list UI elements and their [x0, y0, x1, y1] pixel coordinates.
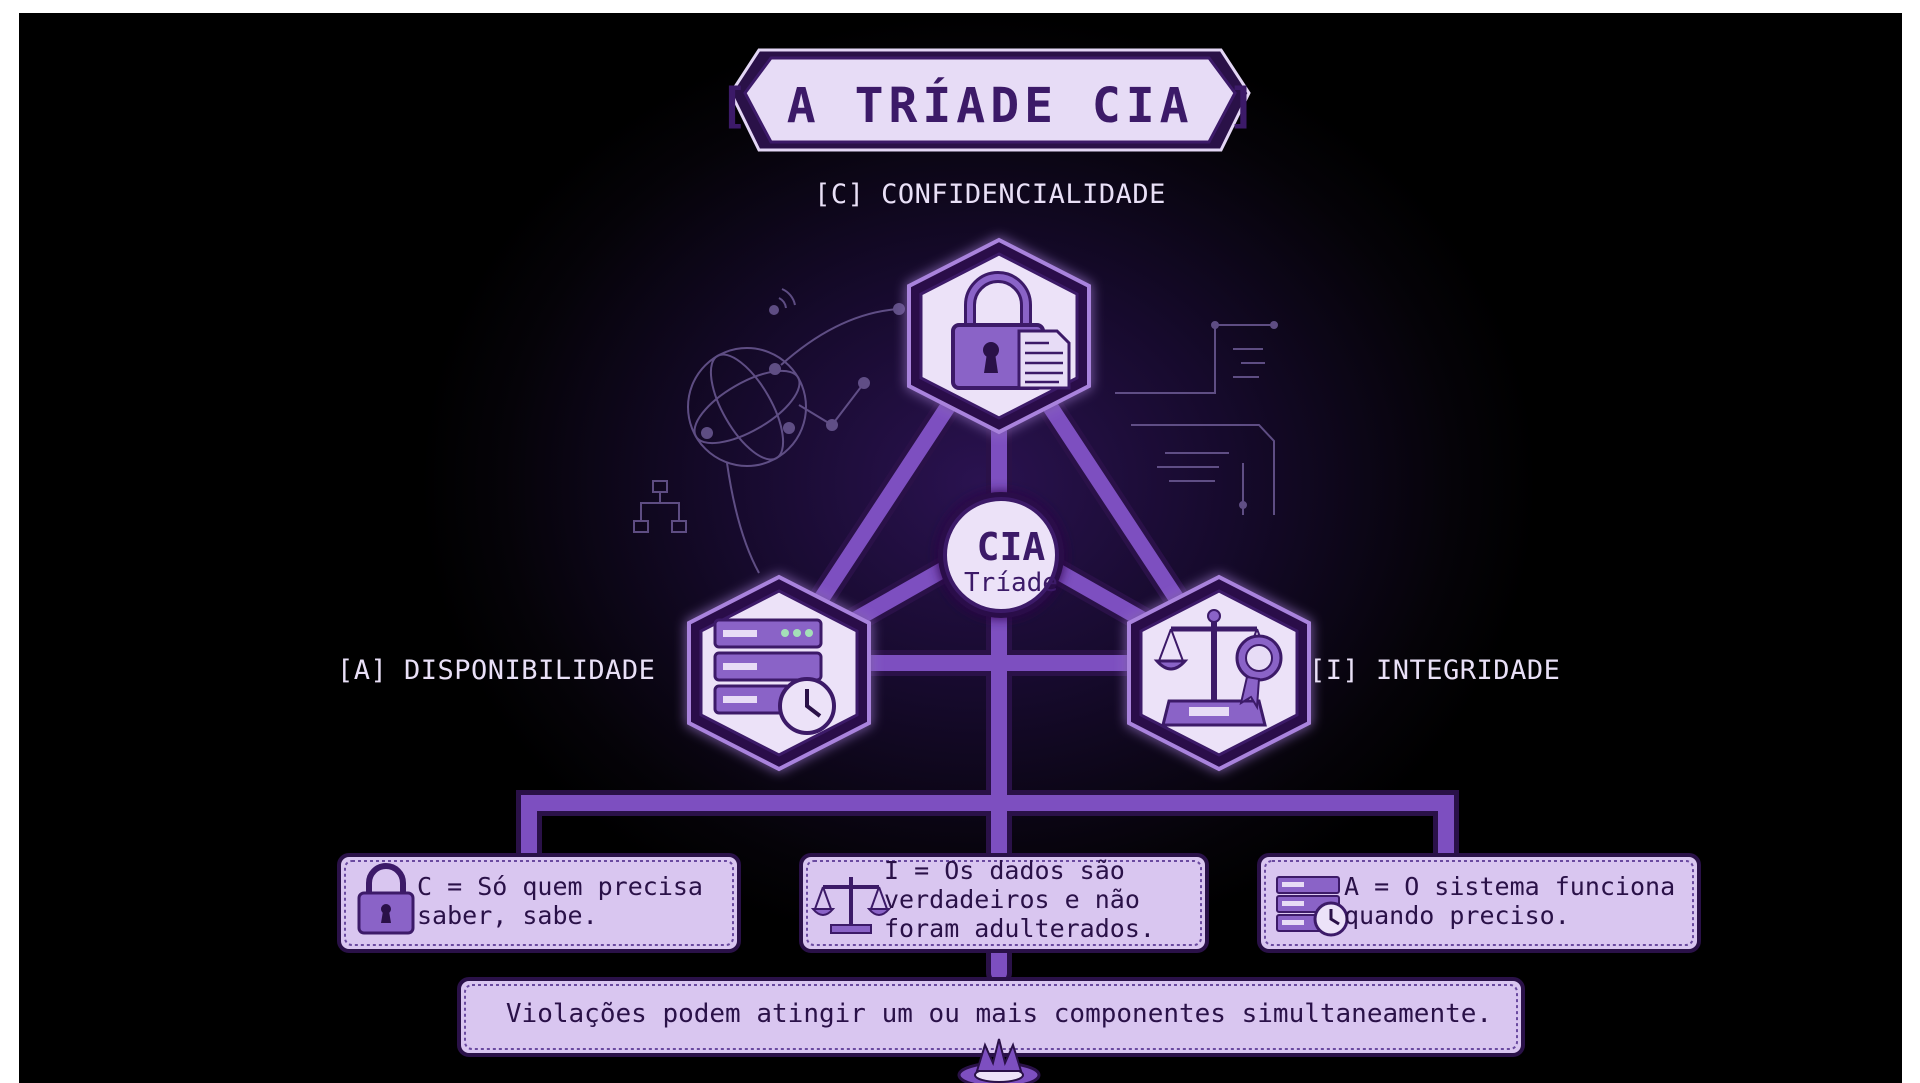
- summary-integrity: I = Os dados são verdadeiros e não foram…: [884, 856, 1155, 943]
- box1-padlock-icon: [357, 863, 415, 935]
- summary-availability: A = O sistema funciona quando preciso.: [1344, 872, 1676, 930]
- label-confidentiality: [C] CONFIDENCIALIDADE: [814, 179, 1166, 210]
- hierarchy-icon: [633, 480, 687, 533]
- cia-diagram: [337, 48, 1701, 1083]
- violations-note: Violações podem atingir um ou mais compo…: [505, 999, 1493, 1029]
- diagram-canvas: [ A TRÍADE CIA ] [C] CONFIDENCIALIDADE […: [19, 13, 1902, 1083]
- box2-scales-icon: [810, 877, 892, 934]
- node-availability: [687, 574, 871, 772]
- box3-server-clock-icon: [1276, 876, 1349, 937]
- circuit-decoration: [1115, 321, 1278, 515]
- summary-confidentiality: C = Só quem precisa saber, sabe.: [417, 872, 703, 930]
- page-title: [ A TRÍADE CIA ]: [719, 78, 1262, 134]
- scales-seal-icon: [1153, 609, 1283, 727]
- center-title: CIA: [976, 525, 1046, 569]
- center-subtitle: Tríade: [964, 568, 1058, 598]
- network-decoration: [633, 288, 1278, 574]
- note-box: [457, 977, 1525, 1057]
- node-confidentiality: [907, 237, 1091, 435]
- center-circle: [938, 492, 1064, 618]
- title-plate: [729, 48, 1251, 152]
- globe-icon: [687, 347, 807, 467]
- label-availability: [A] DISPONIBILIDADE: [337, 655, 656, 686]
- node-integrity: [1127, 574, 1311, 772]
- label-integrity: [I] INTEGRIDADE: [1309, 655, 1561, 686]
- impact-marker-icon: [957, 1038, 1041, 1083]
- wifi-icon: [769, 288, 796, 315]
- summary-boxes: [337, 853, 1701, 953]
- server-clock-icon: [713, 618, 836, 735]
- padlock-binary-icon: [951, 271, 1071, 390]
